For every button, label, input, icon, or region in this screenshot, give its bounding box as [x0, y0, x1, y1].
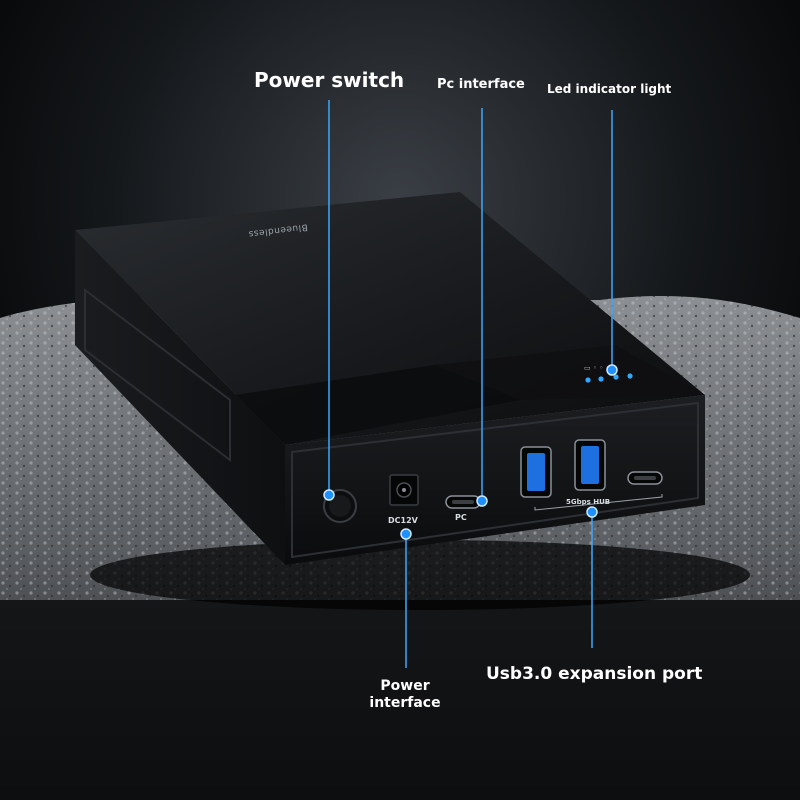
- label-power-interface-line2: interface: [369, 695, 441, 711]
- hub-usb-c-tongue: [634, 476, 656, 480]
- device-top-glossy-panel: [235, 365, 520, 445]
- device-top-window: [435, 345, 705, 400]
- callout-dot-led: [606, 364, 618, 376]
- callout-dot-pc-interface: [476, 495, 488, 507]
- hub-label: 5Gbps HUB: [566, 498, 611, 506]
- label-led-indicator: Led indicator light: [547, 82, 672, 96]
- label-power-switch: Power switch: [254, 68, 405, 92]
- usb-a-port-1-tongue: [527, 453, 545, 491]
- ground-shadow: [0, 600, 800, 800]
- device-side-groove: [84, 287, 231, 463]
- dc-jack-pin: [402, 488, 406, 492]
- device-shadow: [90, 540, 750, 610]
- power-button-highlight: [329, 495, 351, 517]
- label-pc-interface: Pc interface: [437, 77, 525, 92]
- pc-port-label: PC: [455, 513, 467, 522]
- usb-a-port-2-tongue: [581, 446, 599, 484]
- callout-dot-usb-expansion: [586, 506, 598, 518]
- device-left-side: [75, 230, 285, 565]
- callout-dot-power-switch: [323, 489, 335, 501]
- led-indicator-4: [627, 373, 633, 379]
- dc-port-label: DC12V: [388, 516, 418, 525]
- led-indicator-2: [598, 376, 604, 382]
- label-power-interface: Power interface: [360, 678, 450, 712]
- device-front-panel: [291, 401, 699, 559]
- device-front-face: [285, 395, 705, 565]
- label-power-interface-line1: Power: [380, 678, 430, 694]
- led-icons: ▭ ◦ ◦ ⚡: [584, 364, 611, 372]
- pc-usb-c-tongue: [452, 500, 474, 504]
- label-usb-expansion: Usb3.0 expansion port: [486, 664, 703, 684]
- led-indicator-3: [613, 374, 619, 380]
- hub-bracket: [534, 494, 663, 511]
- led-indicator-1: [585, 377, 591, 383]
- callout-dot-power-interface: [400, 528, 412, 540]
